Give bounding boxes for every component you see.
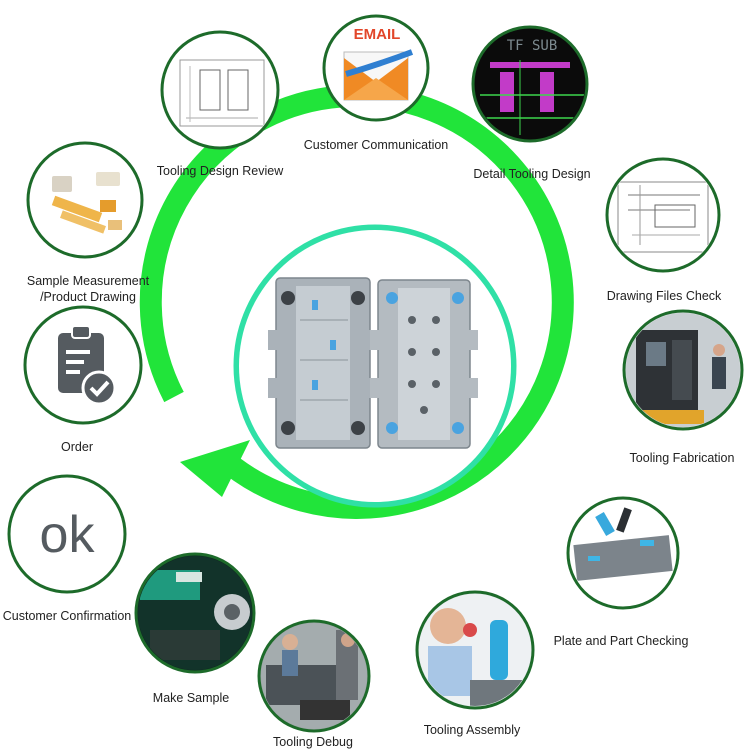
label-customer-confirmation: Customer Confirmation [2, 609, 132, 623]
die-plate-right [370, 279, 478, 449]
cad-design-screen-icon: TF SUB [475, 29, 585, 139]
center-die-image [239, 230, 511, 502]
node-tooling-design-review [160, 30, 280, 150]
label-make-sample: Make Sample [152, 691, 230, 705]
node-customer-communication: EMAIL [322, 14, 430, 122]
cnc-machine-photo-icon [626, 313, 740, 427]
clipboard-check-icon [58, 325, 117, 406]
label-customer-communication: Customer Communication [303, 138, 449, 152]
sample-press-photo-icon [138, 556, 252, 670]
node-make-sample [134, 552, 256, 674]
node-order [23, 305, 143, 425]
email-envelope-icon: EMAIL [343, 22, 414, 101]
node-sample-measurement [26, 141, 144, 259]
worker-assembly-icon [419, 594, 531, 706]
label-plate-and-part-checking: Plate and Part Checking [553, 634, 689, 648]
email-icon-text: EMAIL [354, 26, 401, 43]
node-tooling-debug [257, 619, 371, 733]
node-tooling-assembly [415, 590, 535, 710]
node-tooling-fabrication [622, 309, 744, 431]
label-drawing-files-check: Drawing Files Check [606, 289, 722, 303]
label-tooling-fabrication: Tooling Fabrication [629, 451, 735, 465]
technical-drawing-icon [617, 181, 709, 253]
die-plate-parts-icon [573, 507, 673, 581]
node-plate-and-part-checking [566, 496, 680, 610]
sample-parts-icon [51, 172, 122, 234]
label-sample-measurement: Sample Measurement /Product Drawing [27, 273, 149, 305]
label-tooling-design-review: Tooling Design Review [156, 164, 284, 178]
label-sample-measurement-line1: Sample Measurement [26, 274, 150, 288]
node-drawing-files-check [605, 157, 721, 273]
die-plate-left [268, 277, 378, 449]
cycle-arrowhead [180, 440, 250, 497]
node-customer-confirmation: ok [7, 474, 127, 594]
cad-icon-text: TF SUB [507, 38, 558, 54]
label-detail-tooling-design: Detail Tooling Design [473, 167, 591, 181]
label-tooling-assembly: Tooling Assembly [423, 723, 521, 737]
label-tooling-debug: Tooling Debug [273, 735, 353, 749]
node-detail-tooling-design: TF SUB [471, 25, 589, 143]
label-order: Order [61, 440, 93, 454]
design-review-drawing-icon [179, 59, 265, 127]
label-sample-measurement-line2: /Product Drawing [40, 290, 136, 304]
ok-text-icon: ok [40, 506, 96, 564]
